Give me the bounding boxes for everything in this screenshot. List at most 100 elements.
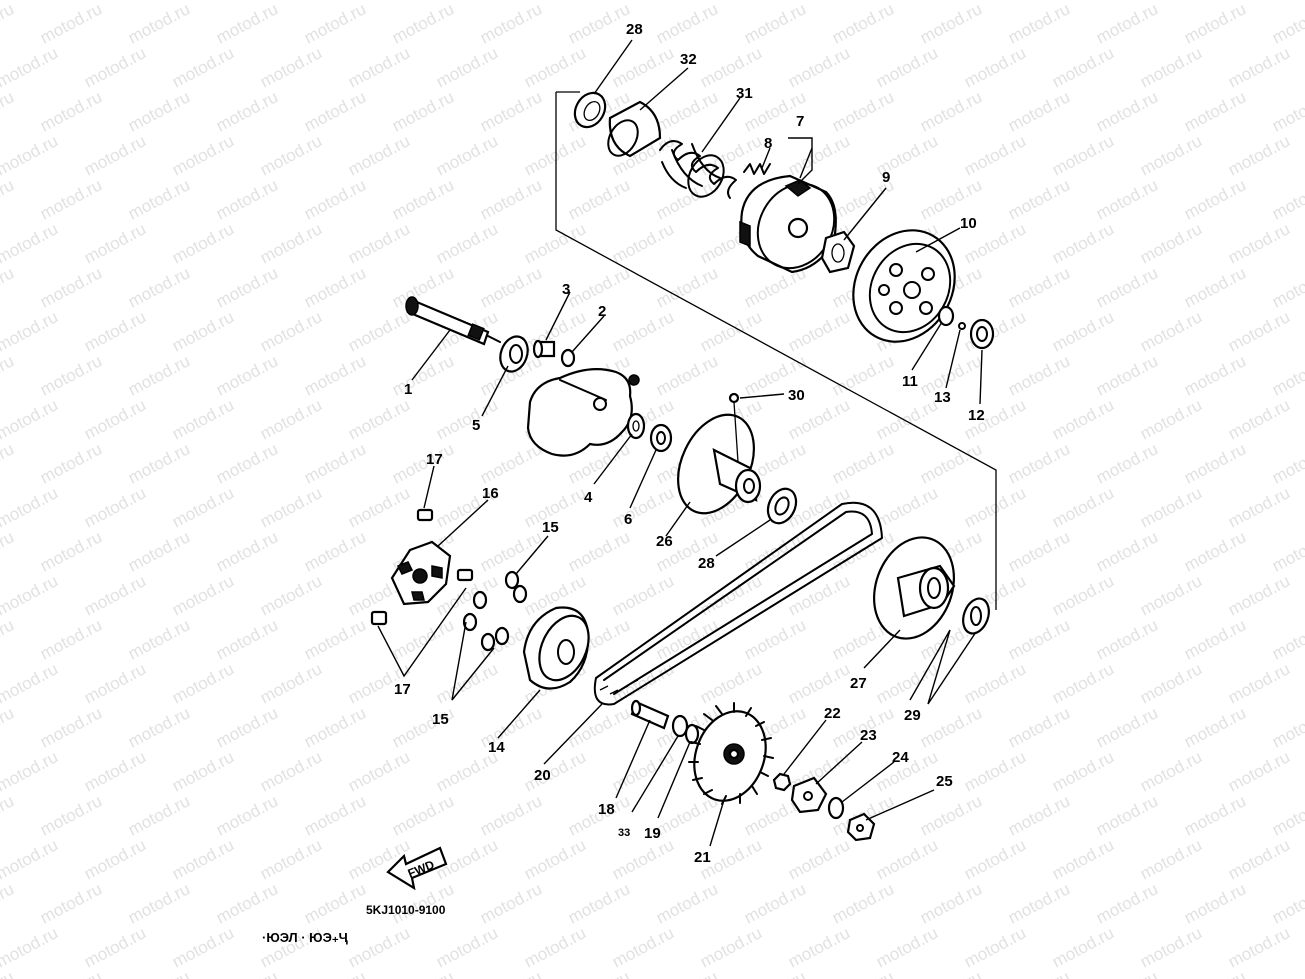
watermark-text: motod.ru	[345, 131, 413, 179]
watermark-text: motod.ru	[917, 351, 985, 399]
watermark-text: motod.ru	[521, 219, 589, 267]
watermark-text: motod.ru	[213, 527, 281, 575]
watermark-text: motod.ru	[1049, 747, 1117, 795]
secondary-sheave	[677, 392, 762, 515]
callout-numbers: 1 2 3 4 5 6 7 8 9 10 11 12 13 14 15 15 1…	[394, 21, 985, 866]
watermark-text: motod.ru	[1181, 791, 1249, 839]
watermark-text: motod.ru	[1181, 87, 1249, 135]
watermark-text: motod.ru	[213, 351, 281, 399]
callout-label: 33	[618, 827, 630, 839]
watermark-text: motod.ru	[1005, 439, 1073, 487]
watermark-text: motod.ru	[521, 747, 589, 795]
watermark-text: motod.ru	[829, 439, 897, 487]
watermark-text: motod.ru	[1137, 659, 1205, 707]
watermark-text: motod.ru	[37, 615, 105, 663]
watermark-text: motod.ru	[169, 395, 237, 443]
watermark-text: motod.ru	[213, 967, 281, 979]
watermark-text: motod.ru	[0, 571, 61, 619]
watermark-text: motod.ru	[345, 43, 413, 91]
watermark-text: motod.ru	[1137, 923, 1205, 971]
callout-label: 7	[796, 113, 804, 130]
watermark-text: motod.ru	[609, 835, 677, 883]
watermark-text: motod.ru	[389, 791, 457, 839]
watermark-text: motod.ru	[389, 439, 457, 487]
watermark-text: motod.ru	[1005, 791, 1073, 839]
assembly-frame	[555, 91, 997, 610]
watermark-text: motod.ru	[1269, 439, 1305, 487]
callout-label: 20	[534, 767, 551, 784]
oil-seal-29	[962, 597, 990, 635]
watermark-text: motod.ru	[961, 43, 1029, 91]
watermark-text: motod.ru	[1093, 879, 1161, 927]
watermark-text: motod.ru	[1049, 219, 1117, 267]
watermark-text: motod.ru	[741, 967, 809, 979]
watermark-text: motod.ru	[1137, 835, 1205, 883]
watermark-text: motod.ru	[125, 263, 193, 311]
watermark-text: motod.ru	[0, 483, 61, 531]
callout-label: 31	[736, 85, 753, 102]
callout-label: 29	[904, 707, 921, 724]
watermark-text: motod.ru	[917, 791, 985, 839]
watermark-text: motod.ru	[1005, 175, 1073, 223]
watermark-text: motod.ru	[37, 351, 105, 399]
watermark-text: motod.ru	[653, 879, 721, 927]
watermark-text: motod.ru	[257, 131, 325, 179]
watermark-text: motod.ru	[917, 967, 985, 979]
watermark-text: motod.ru	[0, 879, 17, 927]
watermark-text: motod.ru	[829, 967, 897, 979]
clutch-housing	[852, 229, 956, 343]
watermark-text: motod.ru	[1137, 395, 1205, 443]
watermark-text: motod.ru	[1269, 0, 1305, 48]
watermark-text: motod.ru	[477, 0, 545, 48]
watermark-text: motod.ru	[1225, 923, 1293, 971]
watermark-text: motod.ru	[1269, 175, 1305, 223]
bearing-5	[499, 335, 529, 373]
callout-label: 5	[472, 417, 480, 434]
watermark-text: motod.ru	[433, 923, 501, 971]
watermark-text: motod.ru	[37, 879, 105, 927]
watermark-text: motod.ru	[345, 307, 413, 355]
watermark-text: motod.ru	[1225, 571, 1293, 619]
watermark-text: motod.ru	[1181, 703, 1249, 751]
callout-label: 9	[882, 169, 890, 186]
watermark-text: motod.ru	[125, 87, 193, 135]
watermark-text: motod.ru	[1093, 87, 1161, 135]
watermark-text: motod.ru	[0, 87, 17, 135]
watermark-text: motod.ru	[521, 43, 589, 91]
watermark-text: motod.ru	[37, 791, 105, 839]
watermark-text: motod.ru	[37, 175, 105, 223]
watermark-text: motod.ru	[477, 87, 545, 135]
slider-17c	[370, 610, 388, 626]
watermark-text: motod.ru	[785, 835, 853, 883]
watermark-text: motod.ru	[477, 439, 545, 487]
callout-label: 27	[850, 675, 867, 692]
watermark-text: motod.ru	[1049, 659, 1117, 707]
callout-label: 17	[394, 681, 411, 698]
watermark-text: motod.ru	[1005, 703, 1073, 751]
washer-24	[827, 796, 845, 820]
watermark-text: motod.ru	[785, 571, 853, 619]
watermark-text: motod.ru	[653, 175, 721, 223]
watermark-text: motod.ru	[433, 659, 501, 707]
watermark-text: motod.ru	[477, 879, 545, 927]
watermark-text: motod.ru	[697, 571, 765, 619]
callout-label: 17	[426, 451, 443, 468]
watermark-text: motod.ru	[1137, 747, 1205, 795]
watermark-text: motod.ru	[345, 747, 413, 795]
watermark-text: motod.ru	[1225, 307, 1293, 355]
watermark-text: motod.ru	[961, 131, 1029, 179]
watermark-text: motod.ru	[785, 659, 853, 707]
watermark-text: motod.ru	[1093, 263, 1161, 311]
watermark-text: motod.ru	[0, 923, 61, 971]
watermark-text: motod.ru	[653, 967, 721, 979]
watermark-text: motod.ru	[1093, 175, 1161, 223]
washer-11	[937, 305, 955, 327]
watermark-text: motod.ru	[1049, 483, 1117, 531]
watermark-text: motod.ru	[565, 967, 633, 979]
watermark-text: motod.ru	[1049, 307, 1117, 355]
watermark-text: motod.ru	[169, 923, 237, 971]
watermark-text: motod.ru	[565, 175, 633, 223]
callout-label: 30	[788, 387, 805, 404]
watermark-text: motod.ru	[1005, 263, 1073, 311]
watermark-text: motod.ru	[257, 395, 325, 443]
